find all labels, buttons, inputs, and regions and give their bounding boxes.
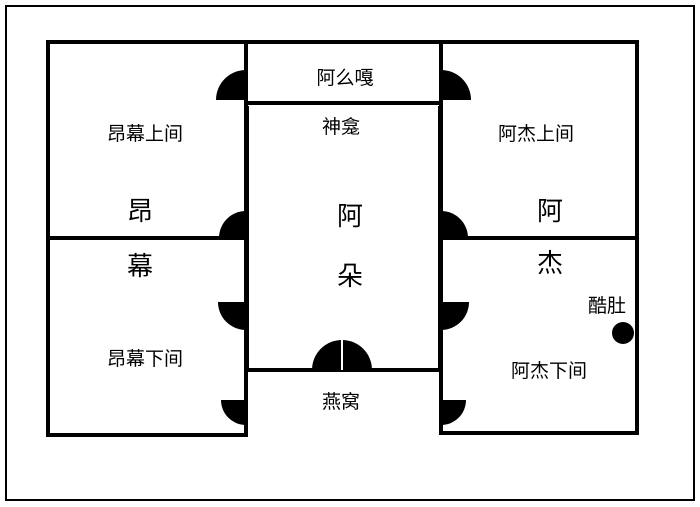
door-icon: [218, 302, 246, 330]
double-door-icon: [342, 340, 372, 370]
room-label-bottom-middle: 燕窝: [322, 391, 360, 413]
double-door-icon: [312, 340, 342, 370]
door-icon: [221, 400, 246, 425]
center-label-2: 朵: [337, 262, 363, 292]
door-icon: [441, 70, 471, 100]
outer-frame: [5, 5, 695, 501]
room-label-upper-right: 阿杰上间: [498, 123, 574, 145]
door-icon: [441, 400, 466, 425]
room-label-upper-left: 昂幕上间: [107, 123, 183, 145]
center-label-1: 阿: [337, 202, 363, 232]
door-icon: [441, 211, 468, 238]
vertical-label-right-2: 杰: [537, 249, 563, 279]
room-label-shrine: 神龛: [322, 116, 360, 138]
vertical-label-right-1: 阿: [537, 197, 563, 227]
marker-label: 酷肚: [588, 295, 626, 317]
room-label-lower-left: 昂幕下间: [107, 348, 183, 370]
room-label-top-middle: 阿么嘎: [316, 67, 373, 89]
vertical-label-left-2: 幕: [127, 252, 153, 282]
door-icon: [216, 70, 246, 100]
filled-circle-icon: [612, 322, 634, 344]
door-icon: [441, 302, 469, 330]
vertical-label-left-1: 昂: [127, 197, 153, 227]
room-label-lower-right: 阿杰下间: [511, 360, 587, 382]
door-icon: [219, 211, 246, 238]
